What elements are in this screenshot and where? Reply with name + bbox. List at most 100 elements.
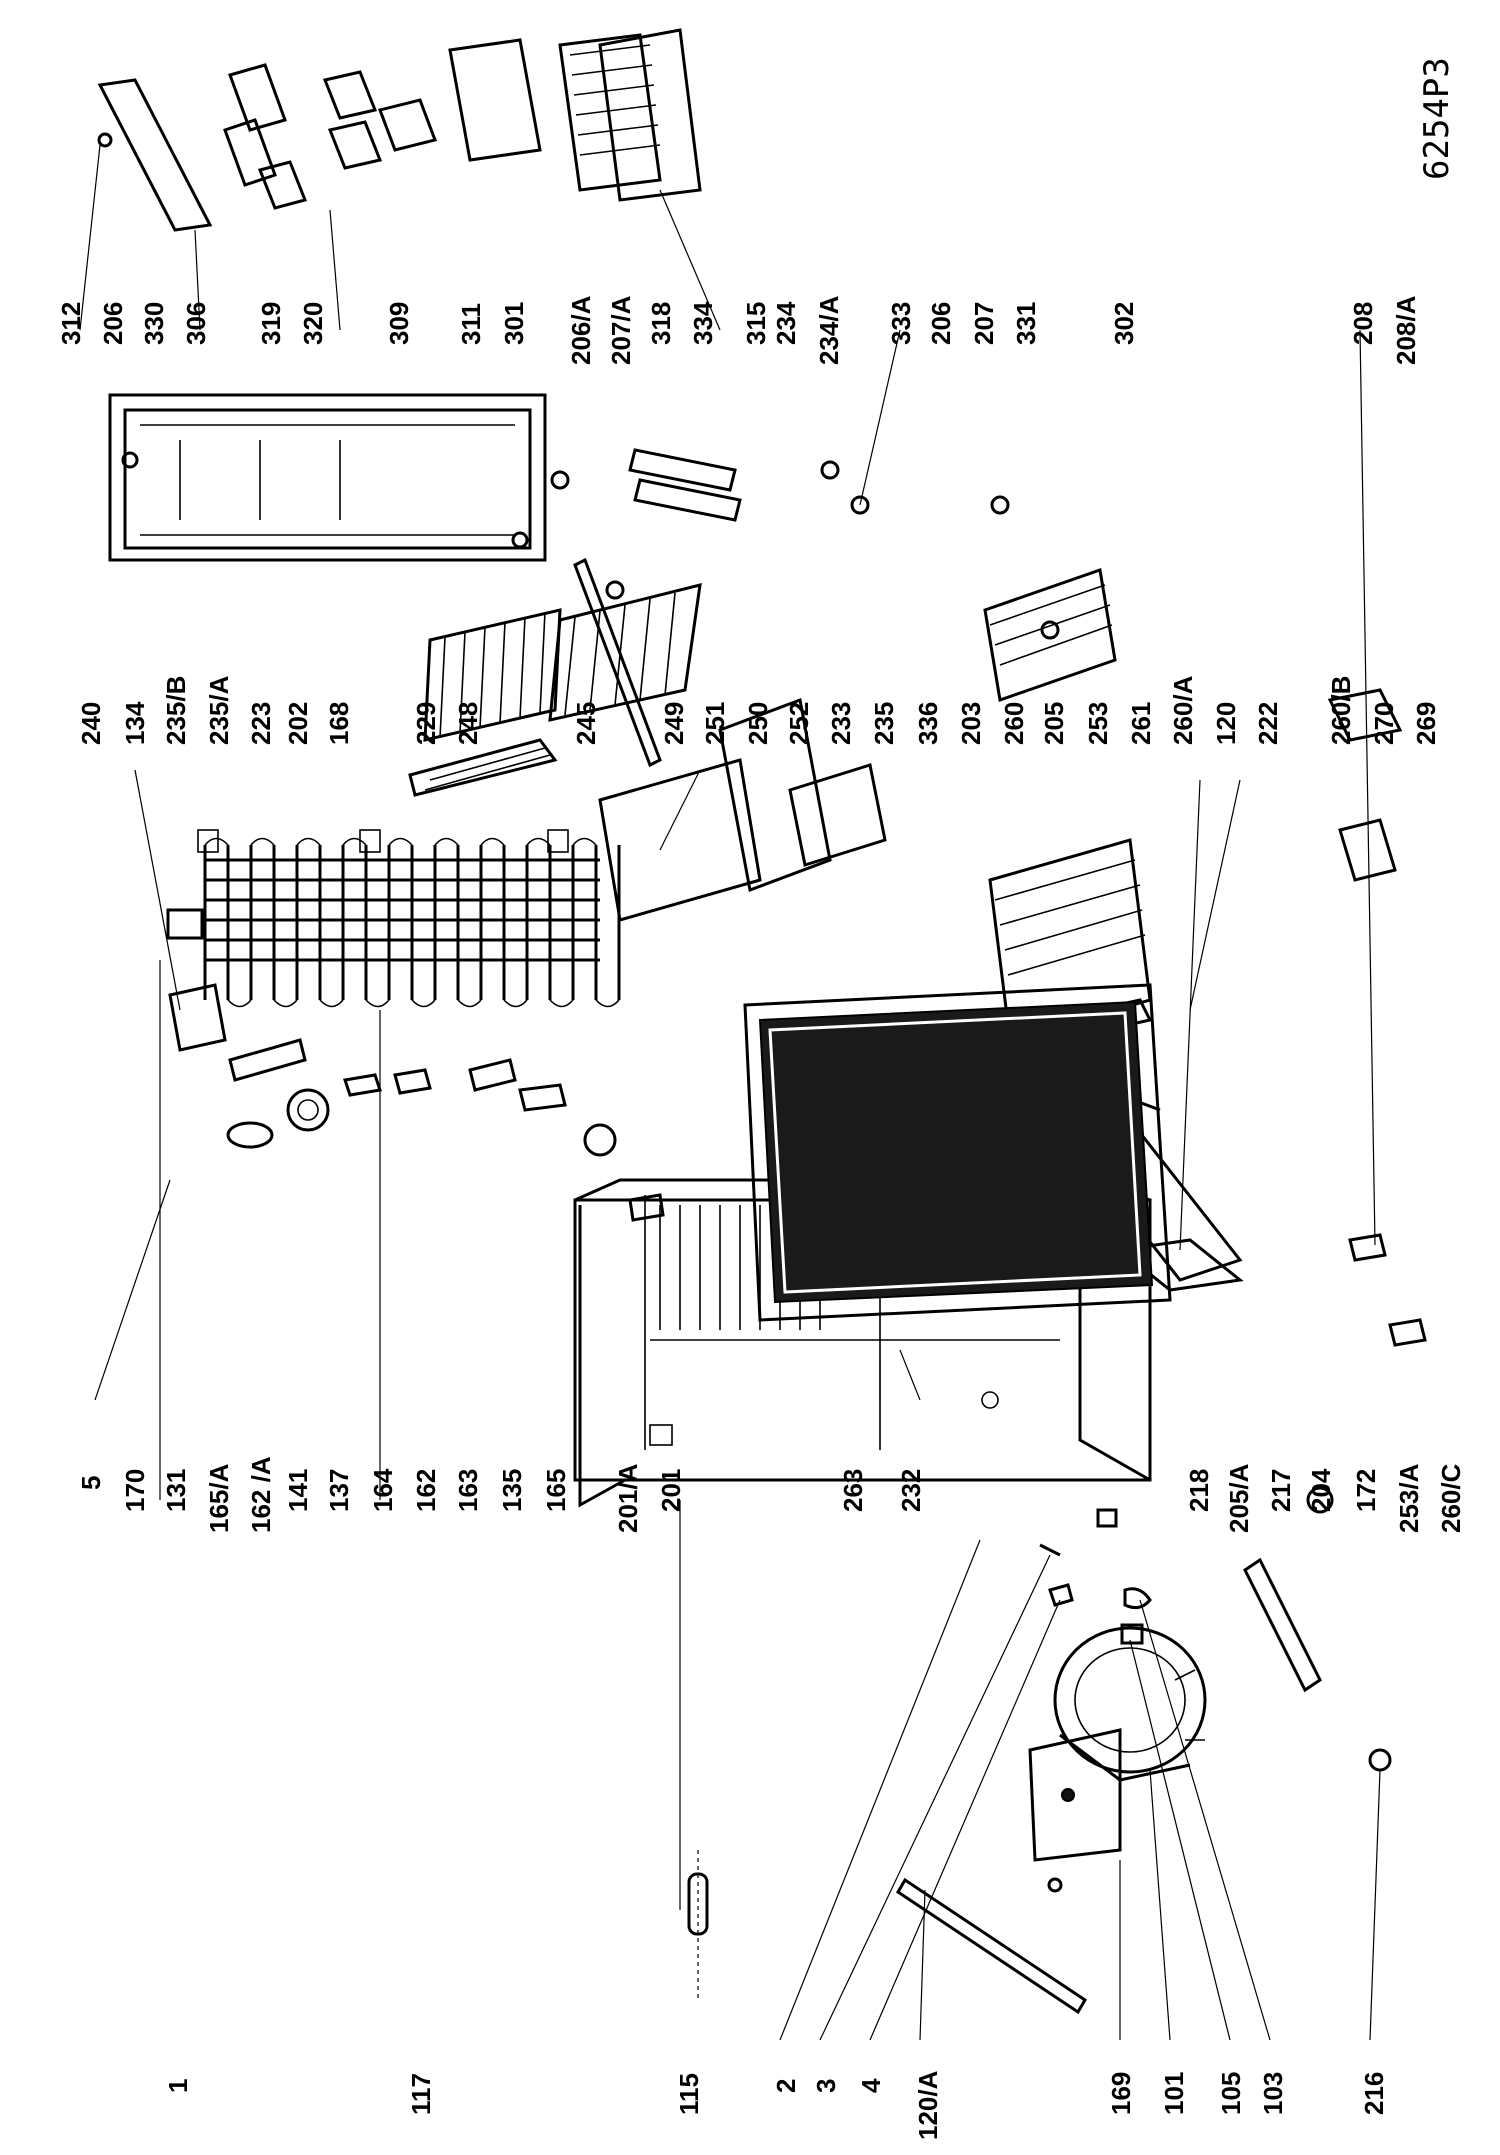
part-336-bin [788, 763, 887, 867]
label-206a: 206/A [566, 295, 596, 365]
label-208a: 208/A [1391, 295, 1421, 365]
label-251: 251 [700, 702, 730, 745]
part-269 [1327, 688, 1403, 742]
label-170: 170 [120, 1469, 150, 1512]
part-117-coil [203, 845, 621, 1000]
part-249-rail [573, 557, 662, 768]
label-315: 315 [741, 302, 771, 345]
part-319-egg [223, 118, 277, 187]
part-115-drier [687, 1850, 709, 2000]
label-207a: 207/A [606, 295, 636, 365]
label-235: 235 [869, 702, 899, 745]
label-105: 105 [1216, 2072, 1246, 2115]
label-117: 117 [406, 2073, 436, 2115]
labels-right-top: 312 206 330 306 319 320 309 311 301 206/… [56, 295, 1421, 365]
part-120a-stand [895, 1877, 1088, 2015]
label-234a: 234/A [814, 295, 844, 365]
part-206 [990, 495, 1010, 515]
thermostat-parts [168, 983, 665, 1222]
part-252-drawer [598, 758, 762, 922]
part-302-door [743, 983, 1172, 1322]
label-234: 234 [771, 301, 801, 345]
part-312 [97, 132, 113, 148]
label-4: 4 [856, 2078, 886, 2093]
label-172: 172 [1351, 1469, 1381, 1512]
part-105 [1120, 1623, 1144, 1645]
label-269: 269 [1411, 702, 1441, 745]
label-162a: 162 /A [246, 1456, 276, 1533]
labels-middle-bottom: 5 170 131 165/A 162 /A 141 137 164 162 1… [76, 1456, 1466, 1533]
part-330-gasket [123, 408, 532, 550]
label-165: 165 [541, 1469, 571, 1512]
label-330: 330 [139, 302, 169, 345]
leader-lines [79, 144, 1381, 2041]
part-311 [322, 70, 378, 120]
part-2-clip [1096, 1508, 1118, 1528]
part-320-egg [228, 63, 287, 132]
part-229-shelf [408, 738, 558, 797]
label-260: 260 [999, 702, 1029, 745]
label-101: 101 [1159, 2072, 1189, 2115]
label-240: 240 [76, 702, 106, 745]
part-103 [1123, 1587, 1152, 1610]
label-263: 263 [838, 1469, 868, 1512]
label-103: 103 [1258, 2072, 1288, 2115]
labels-left-column: 1 117 115 2 3 4 120/A 169 101 105 103 21… [163, 2070, 1389, 2140]
label-169: 169 [1106, 2072, 1136, 2115]
part-164 [518, 1083, 567, 1112]
label-260c: 260/C [1436, 1463, 1466, 1533]
part-101-compressor [1053, 1626, 1207, 1782]
label-201: 201 [656, 1469, 686, 1512]
label-168: 168 [324, 702, 354, 745]
label-216: 216 [1359, 2072, 1389, 2115]
label-301: 301 [499, 302, 529, 345]
part-309 [257, 160, 308, 210]
label-248: 248 [453, 702, 483, 745]
part-3-wire [1039, 1543, 1061, 1557]
part-137 [468, 1058, 517, 1092]
part-1-clip [166, 908, 204, 940]
label-233: 233 [826, 702, 856, 745]
label-250: 250 [743, 702, 773, 745]
door-racks [97, 28, 702, 232]
part-207a [605, 580, 625, 600]
label-201a: 201/A [613, 1463, 643, 1533]
part-318-bar [558, 33, 662, 192]
label-165a: 165/A [204, 1463, 234, 1533]
label-203: 203 [956, 702, 986, 745]
part-208a [1388, 1318, 1427, 1347]
part-208 [1348, 1233, 1387, 1262]
label-306: 306 [181, 302, 211, 345]
label-205: 205 [1039, 702, 1069, 745]
part-163 [583, 1123, 617, 1157]
label-131: 131 [161, 1469, 191, 1512]
label-260a: 260/A [1168, 675, 1198, 745]
labels-middle-top: 240 134 235/B 235/A 223 202 168 229 248 … [76, 675, 1441, 745]
label-319: 319 [256, 302, 286, 345]
drawing-code-text: 6254P3 [1417, 57, 1457, 180]
part-301-door [108, 393, 547, 562]
label-253a: 253/A [1394, 1463, 1424, 1533]
label-206-mid: 206 [926, 302, 956, 345]
part-253-basket [983, 567, 1117, 703]
label-2: 2 [771, 2079, 801, 2093]
part-207 [1040, 620, 1060, 640]
label-235b: 235/B [161, 676, 191, 745]
label-120a: 120/A [913, 2070, 943, 2140]
label-252: 252 [784, 702, 814, 745]
label-318: 318 [646, 302, 676, 345]
label-217: 217 [1266, 1469, 1296, 1512]
label-309: 309 [384, 302, 414, 345]
label-333: 333 [886, 302, 916, 345]
label-3: 3 [811, 2079, 841, 2093]
part-233-box [718, 697, 832, 893]
label-205a: 205/A [1224, 1463, 1254, 1533]
label-331: 331 [1011, 302, 1041, 345]
part-170 [226, 1121, 274, 1149]
label-134: 134 [120, 701, 150, 745]
label-270: 270 [1369, 702, 1399, 745]
part-4-relay [1048, 1583, 1074, 1607]
label-115: 115 [674, 2073, 704, 2115]
part-331-panel [758, 1000, 1154, 1304]
